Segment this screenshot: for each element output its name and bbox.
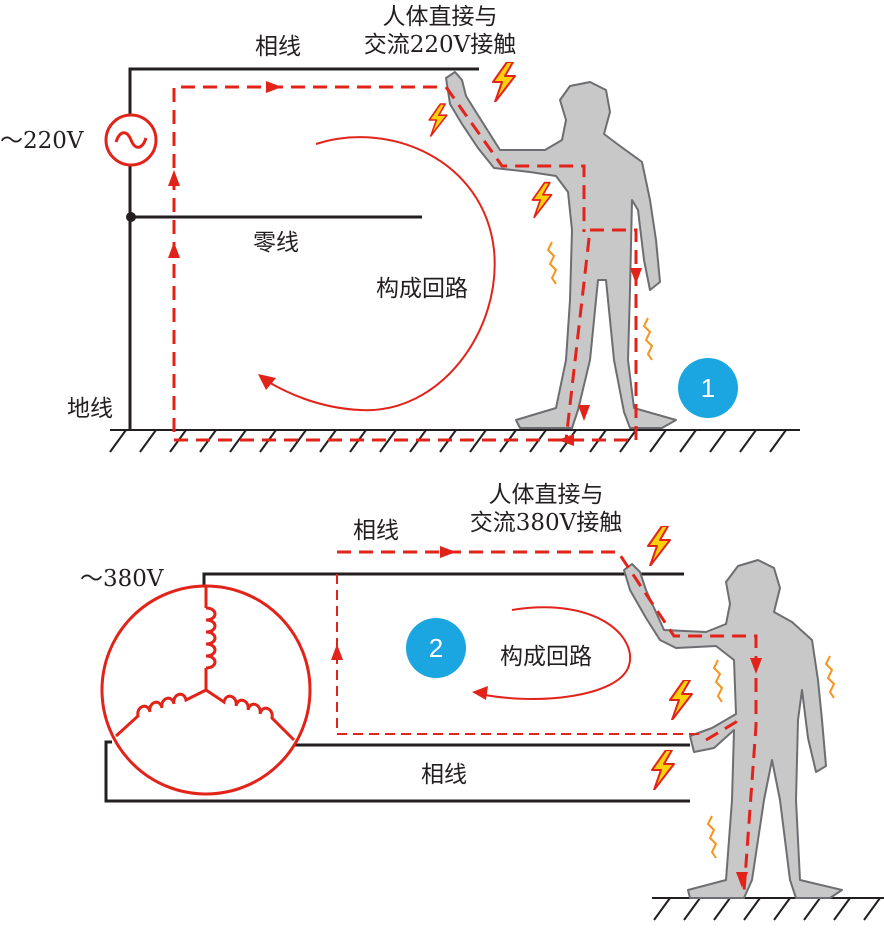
vibration-lines-1 [546,241,654,361]
current-path-2 [337,550,758,893]
loop-label-1: 构成回路 [376,276,468,302]
current-arrows-1 [168,81,642,446]
badge-1: 1 [678,358,738,418]
human-figure-1 [445,71,677,429]
three-phase-generator-icon [100,584,312,796]
spark-icons-2 [646,526,693,790]
badge-2: 2 [406,618,466,678]
phase-line-label-2b: 相线 [421,762,467,788]
svg-text:1: 1 [701,373,715,403]
loop-arrow-2 [472,606,631,700]
current-arrows-2 [331,546,762,888]
ground-hatch-top [109,429,800,453]
contact-label-2a: 人体直接与 [489,482,604,508]
vibration-lines-2 [706,655,836,859]
contact-label-1b: 交流220V接触 [364,32,517,58]
diagram-380v: 2 相线 人体直接与 交流380V接触 ～380V 构成回路 相线 [80,482,884,921]
voltage-label-220: ～220V [0,128,84,154]
loop-label-2: 构成回路 [500,644,592,670]
current-path-1 [172,85,638,442]
phase-line-label-1: 相线 [255,34,301,60]
contact-label-1a: 人体直接与 [383,4,498,30]
junction-dot [126,212,136,222]
neutral-line-label: 零线 [253,230,299,256]
human-figure-2 [623,559,843,899]
diagram-220v: 1 相线 人体直接与 交流220V接触 ～220V 零线 构成回路 地线 [0,4,800,453]
ac-source-icon [104,113,158,167]
current-path-2-thin [336,574,700,735]
svg-text:2: 2 [429,633,443,663]
voltage-label-380: ～380V [80,566,164,592]
loop-arrow-1 [258,136,496,412]
ground-hatch-bottom [652,897,884,921]
phase-line-label-2a: 相线 [353,518,399,544]
ground-line-label: 地线 [67,396,113,422]
contact-label-2b: 交流380V接触 [470,510,623,536]
wires-220v [128,67,479,430]
